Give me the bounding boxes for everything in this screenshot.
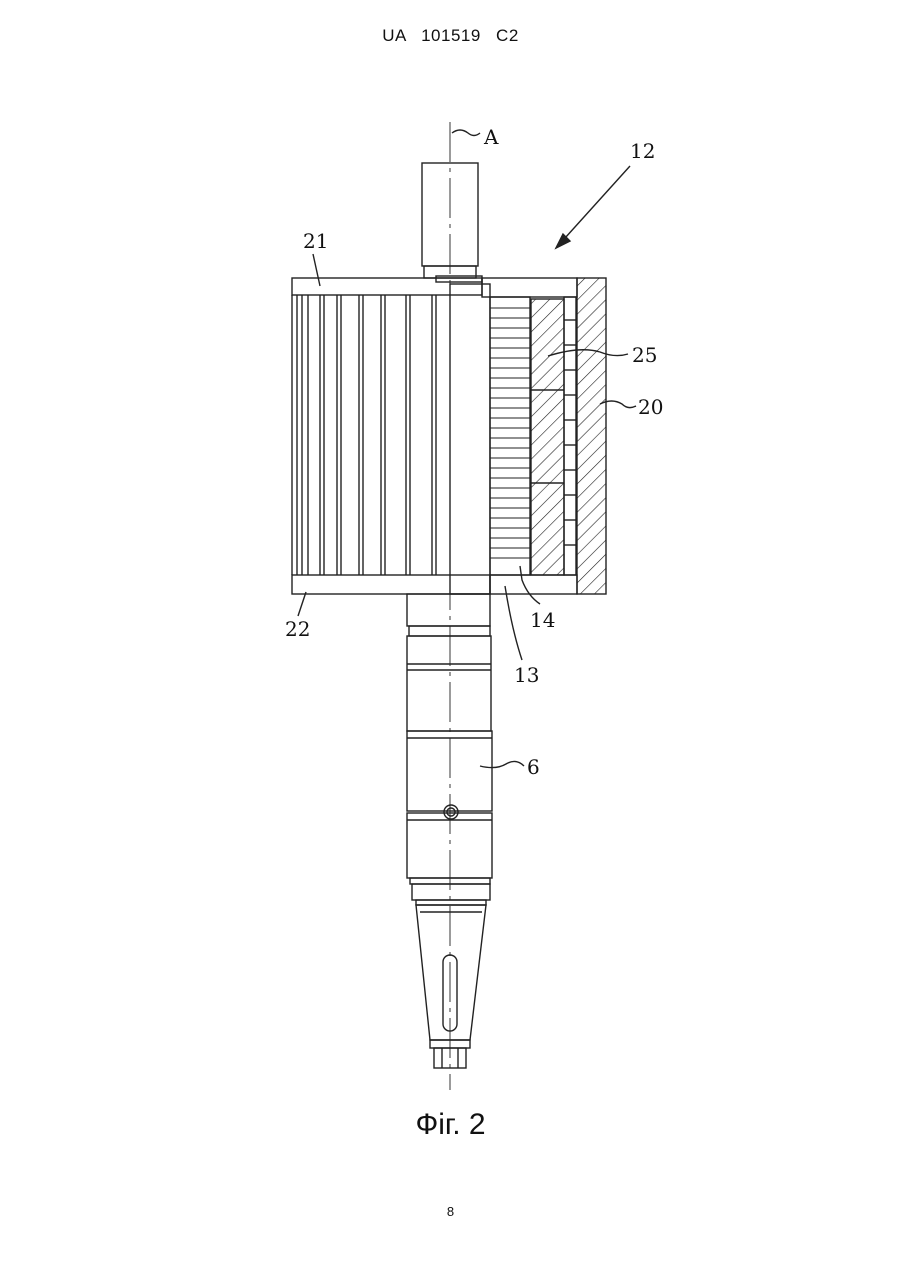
shaft-flange <box>412 884 490 900</box>
label-shaft: 6 <box>527 755 540 779</box>
shaft-hole <box>444 805 458 819</box>
shaft-sleeve-1 <box>407 636 491 731</box>
lamination-lines <box>490 308 530 558</box>
leader-axis <box>452 130 480 136</box>
label-core: 13 <box>514 663 539 687</box>
lamination-stack <box>490 297 530 575</box>
shaft-sleeve-2 <box>407 731 492 811</box>
leader-top-plate <box>313 254 320 286</box>
label-inner-magnet: 25 <box>632 343 657 367</box>
inner-magnet <box>531 299 564 575</box>
label-top-plate: 21 <box>303 229 328 253</box>
bottom-plate <box>292 575 490 594</box>
lower-shaft-neck <box>407 594 490 626</box>
shaft-sleeve-3 <box>407 813 492 878</box>
label-core-bottom: 14 <box>530 608 555 632</box>
label-axis: A <box>483 125 499 149</box>
label-assembly: 12 <box>630 139 655 163</box>
leader-shaft <box>480 761 524 767</box>
leader-core <box>505 586 522 660</box>
top-plate <box>292 278 482 295</box>
label-outer-casing: 20 <box>638 395 663 419</box>
outer-casing <box>577 278 606 594</box>
magnet-spacer <box>564 297 576 575</box>
figure-caption: Фіг. 2 <box>0 1108 901 1142</box>
central-shaft <box>450 284 490 594</box>
tapered-shaft-end <box>416 905 486 1040</box>
leader-bottom-plate <box>298 592 306 616</box>
rotor-bars <box>292 295 436 575</box>
assembly-arrow <box>556 166 630 248</box>
label-bottom-plate: 22 <box>285 617 310 641</box>
page-number: 8 <box>0 1204 901 1219</box>
